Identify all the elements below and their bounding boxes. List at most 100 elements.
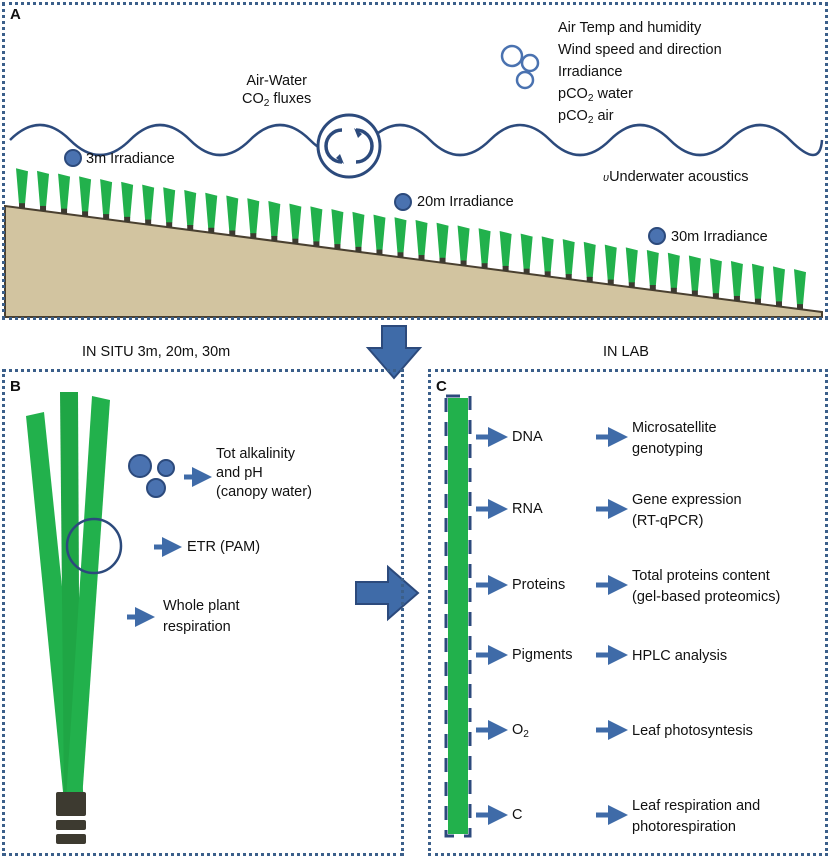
irradiance-20m-label: 20m Irradiance bbox=[417, 194, 514, 210]
seagrass-shoot bbox=[226, 195, 239, 232]
seagrass-shoot bbox=[478, 228, 491, 265]
lab-arrows bbox=[476, 427, 628, 825]
irradiance-30m-label: 30m Irradiance bbox=[671, 229, 768, 245]
seagrass-rhizome bbox=[313, 241, 320, 247]
seagrass-rhizome bbox=[397, 252, 404, 258]
air-water-flux-label: Air-Water CO2 fluxes bbox=[242, 73, 312, 110]
seagrass-rhizome bbox=[586, 276, 593, 282]
panel-a bbox=[2, 2, 828, 320]
seagrass-shoot bbox=[667, 252, 680, 289]
seagrass-rhizome bbox=[649, 285, 656, 291]
seagrass-rhizome bbox=[502, 265, 509, 271]
surface-sensors-list: Air Temp and humidity Wind speed and dir… bbox=[558, 17, 722, 127]
irradiance-20m-dot bbox=[394, 193, 412, 211]
sea-surface-wave bbox=[9, 123, 824, 157]
seagrass-shoot bbox=[394, 217, 407, 254]
seagrass-shoot bbox=[289, 203, 302, 240]
seagrass-shoot bbox=[794, 269, 806, 306]
panel-c-label: C bbox=[436, 378, 447, 395]
seagrass-shoot bbox=[205, 192, 218, 229]
sensor-irradiance: Irradiance bbox=[558, 64, 623, 80]
sensor-wind: Wind speed and direction bbox=[558, 42, 722, 58]
pam-leaf-spot bbox=[65, 517, 123, 575]
irradiance-3m-label: 3m Irradiance bbox=[86, 151, 175, 167]
seagrass-rhizome bbox=[82, 211, 89, 217]
seagrass-shoot bbox=[688, 255, 701, 292]
seagrass-rhizome bbox=[523, 268, 530, 274]
seagrass-rhizome bbox=[754, 298, 761, 304]
seagrass-shoot bbox=[541, 236, 554, 273]
seagrass-shoot bbox=[79, 176, 92, 213]
seagrass-rhizome bbox=[271, 235, 278, 241]
sensor-bubbles-icon bbox=[500, 44, 540, 90]
sensor-pco2-air: pCO2 air bbox=[558, 108, 614, 126]
seagrass-rhizome bbox=[607, 279, 614, 285]
seagrass-rhizome bbox=[712, 293, 719, 299]
seagrass-shoot bbox=[100, 179, 113, 216]
irradiance-3m-dot bbox=[64, 149, 82, 167]
whole-plant-respiration-label: Whole plant respiration bbox=[163, 598, 240, 635]
seagrass-shoot bbox=[520, 233, 533, 270]
seagrass-rhizome bbox=[670, 287, 677, 293]
canopy-water-bubbles-icon bbox=[128, 454, 175, 498]
lab-result-label: Total proteins content(gel-based proteom… bbox=[632, 568, 781, 605]
seagrass-rhizome bbox=[208, 227, 215, 233]
seagrass-rhizome bbox=[292, 238, 299, 244]
seagrass-shoot bbox=[583, 241, 596, 278]
sensor-pco2-water: pCO2 water bbox=[558, 86, 633, 104]
etr-label: ETR (PAM) bbox=[187, 539, 261, 555]
flux-exchange-icon bbox=[316, 113, 382, 179]
seagrass-rhizome bbox=[418, 255, 425, 261]
alkalinity-label: Tot alkalinity and pH (canopy water) bbox=[216, 446, 312, 500]
seagrass-rhizome bbox=[439, 257, 446, 263]
seagrass-rhizome bbox=[229, 230, 236, 236]
panel-b bbox=[2, 369, 404, 856]
in-lab-title: IN LAB bbox=[603, 344, 649, 360]
seagrass-shoot bbox=[331, 209, 344, 246]
seagrass-rhizome bbox=[565, 274, 572, 280]
panel-c bbox=[428, 369, 828, 856]
seagrass-rhizome bbox=[460, 260, 467, 266]
in-situ-title: IN SITU 3m, 20m, 30m bbox=[82, 344, 231, 360]
lab-sample-label: Pigments bbox=[512, 647, 573, 663]
seagrass-shoot bbox=[310, 206, 323, 243]
seagrass-shoot bbox=[16, 168, 28, 205]
lab-result-label: Leaf photosyntesis bbox=[632, 723, 753, 739]
lab-sample-label: C bbox=[512, 807, 523, 823]
underwater-acoustics-label: υUnderwater acoustics bbox=[603, 169, 749, 185]
seagrass-shoot bbox=[121, 181, 134, 218]
seagrass-shoot bbox=[604, 244, 617, 281]
seagrass-shoot bbox=[646, 250, 659, 287]
seagrass-shoot bbox=[751, 263, 764, 300]
seagrass-rhizome bbox=[334, 244, 341, 250]
seagrass-rhizome bbox=[187, 225, 194, 231]
panel-b-label: B bbox=[10, 378, 21, 395]
seagrass-rhizome bbox=[40, 205, 47, 211]
seagrass-shoot bbox=[268, 200, 281, 237]
seagrass-rhizome bbox=[544, 271, 551, 277]
seagrass-shoot bbox=[37, 170, 50, 207]
seagrass-rhizome bbox=[166, 222, 173, 228]
seagrass-shoot bbox=[436, 222, 449, 259]
seagrass-shoot bbox=[247, 198, 260, 235]
sensor-air-temp: Air Temp and humidity bbox=[558, 20, 702, 36]
seagrass-rhizome bbox=[103, 214, 110, 220]
seagrass-shoot bbox=[562, 239, 575, 276]
seagrass-shoot bbox=[352, 211, 365, 248]
seagrass-shoot bbox=[142, 184, 155, 221]
seagrass-rhizome bbox=[19, 203, 25, 209]
seagrass-shoot bbox=[373, 214, 386, 251]
seagrass-rhizome bbox=[355, 246, 362, 252]
hydrophone-icon: υ bbox=[603, 172, 610, 184]
lab-result-label: Gene expression(RT-qPCR) bbox=[632, 492, 742, 529]
seagrass-rhizome bbox=[124, 216, 131, 222]
seagrass-rhizome bbox=[250, 233, 257, 239]
seagrass-shoot bbox=[499, 230, 512, 267]
down-arrow bbox=[365, 325, 423, 380]
seagrass-rhizome bbox=[733, 295, 740, 301]
seagrass-canopy bbox=[16, 168, 806, 310]
seagrass-rhizome bbox=[775, 301, 782, 307]
